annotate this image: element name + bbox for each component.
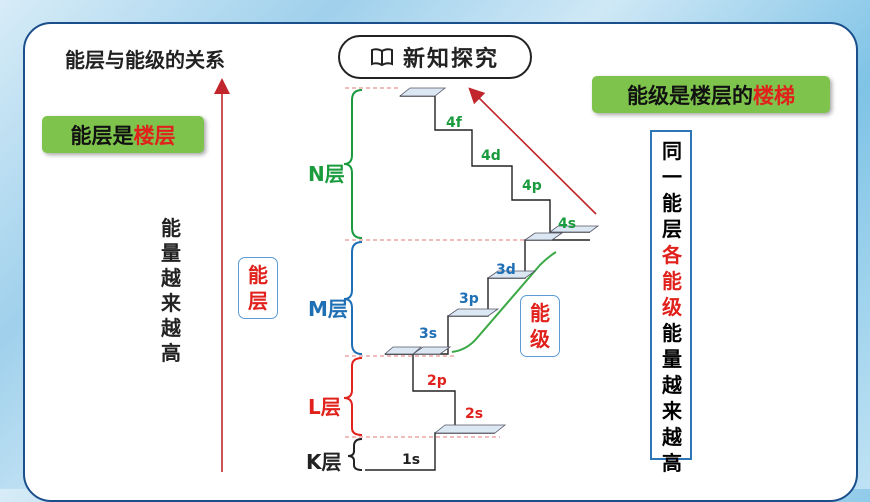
rule-box: 同一能层 各能级 能量越来越高 xyxy=(650,130,692,475)
section-title-text: 新知探究 xyxy=(402,47,499,72)
shell-label-n: N层 xyxy=(308,162,345,186)
sublevel-4p: 4p xyxy=(522,178,542,194)
sublevel-3p: 3p xyxy=(459,291,479,307)
level-definition-text: 能级是楼层的 xyxy=(627,83,753,108)
shell-label-l: L层 xyxy=(308,395,341,419)
level-definition-highlight: 楼梯 xyxy=(753,83,795,108)
m-level-brace xyxy=(451,251,557,353)
sublevel-4s: 4s xyxy=(558,216,576,232)
shell-label-m: M层 xyxy=(308,297,348,321)
layer-definition-box: 能层是楼层 xyxy=(42,116,204,153)
shell-label-k: K层 xyxy=(306,450,342,474)
sublevel-1s: 1s xyxy=(402,452,420,468)
n-level-arrow xyxy=(468,87,597,215)
sublevel-2p: 2p xyxy=(427,373,447,389)
layer-definition-highlight: 楼层 xyxy=(133,123,176,148)
energy-layer-tag: 能层 xyxy=(238,257,278,319)
sublevel-2s: 2s xyxy=(465,406,483,422)
layer-definition-text: 能层是 xyxy=(70,123,134,148)
energy-level-tag: 能级 xyxy=(520,295,560,357)
rule-text: 同一能层 各能级 能量越来越高 xyxy=(662,139,682,475)
section-title: 新知探究 xyxy=(338,35,532,79)
n-shell-brace xyxy=(343,89,363,239)
stair-treads xyxy=(383,87,600,434)
page-heading: 能层与能级的关系 xyxy=(65,48,225,72)
m-shell-brace xyxy=(343,241,363,355)
sublevel-4d: 4d xyxy=(481,148,501,164)
energy-axis-label: 能量越来越高 xyxy=(161,216,181,365)
sublevel-3s: 3s xyxy=(419,326,437,342)
energy-diagram: N层 M层 L层 K层 4f 4d 4p 4s 3d 3p 3s 2p 2s 1… xyxy=(214,78,600,474)
level-definition-box: 能级是楼层的楼梯 xyxy=(592,76,830,113)
book-icon xyxy=(370,48,393,66)
sublevel-3d: 3d xyxy=(496,262,516,278)
l-shell-brace xyxy=(343,357,363,436)
shell-boundaries xyxy=(345,87,590,438)
k-shell-brace xyxy=(347,438,363,471)
sublevel-4f: 4f xyxy=(446,115,463,131)
